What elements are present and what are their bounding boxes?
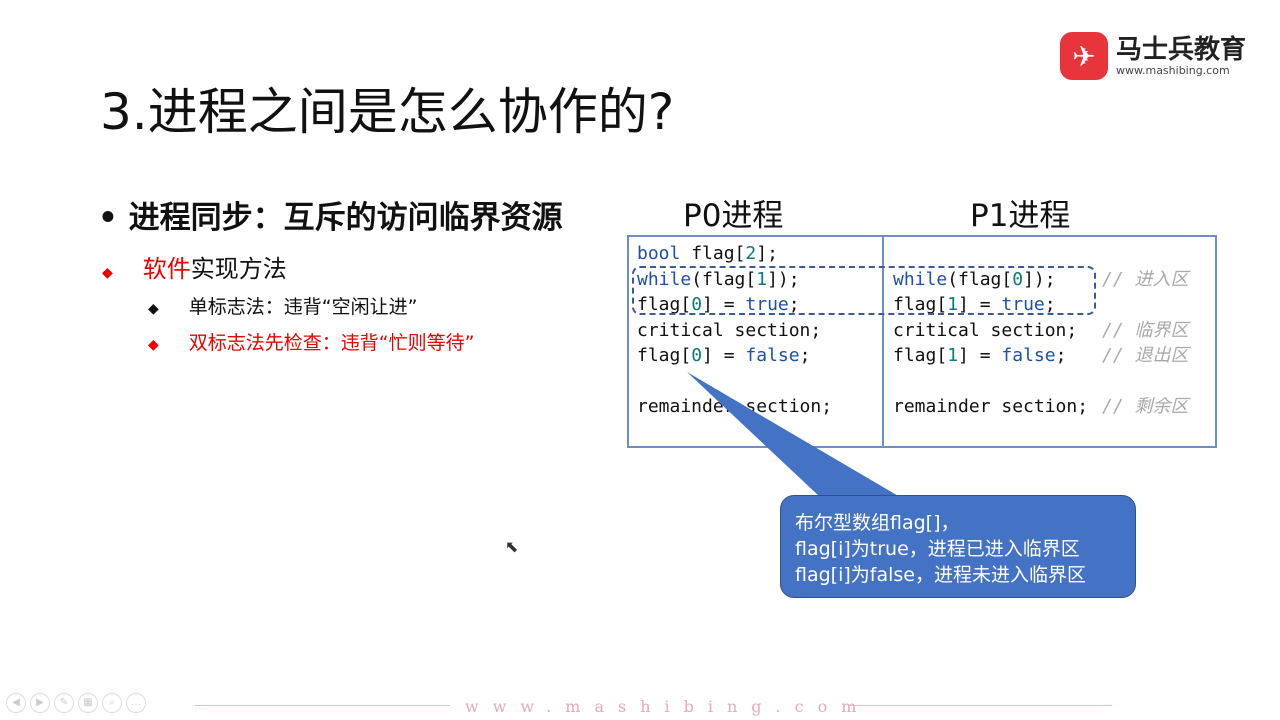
code-line: while(flag[1]); [637, 268, 800, 290]
diamond-icon: ◆ [148, 337, 159, 353]
code-line: remainder section; [637, 396, 833, 417]
footer-line-right [850, 705, 1112, 706]
code-line: flag[1] = false; [893, 345, 1067, 366]
p0-header: P0进程 [683, 198, 784, 234]
code-comments: // 进入区 // 临界区 // 退出区 // 剩余区 [1102, 241, 1189, 420]
callout-line: flag[i]为false，进程未进入临界区 [795, 564, 1086, 586]
code-line: flag[1] = true; [893, 294, 1056, 315]
code-line: bool flag[2]; [637, 243, 778, 264]
mouse-cursor-icon: ⬉ [505, 537, 519, 556]
callout-line: 布尔型数组flag[]， [795, 512, 960, 534]
sub3-text: 双标志法先检查：违背“忙则等待” [188, 332, 475, 354]
p1-code: while(flag[0]); flag[1] = true; critical s… [893, 241, 1088, 420]
next-slide-icon[interactable]: ▶ [30, 693, 50, 713]
diamond-icon: ◆ [102, 265, 113, 281]
sub1-rest: 实现方法 [190, 255, 287, 283]
pen-icon[interactable]: ✎ [54, 693, 74, 713]
code-line: flag[0] = false; [637, 345, 811, 366]
p0-code: bool flag[2]; while(flag[1]); flag[0] = tr… [637, 241, 832, 420]
code-line: // 退出区 [1102, 345, 1189, 366]
logo: ✈ 马士兵教育 www.mashibing.com [1060, 32, 1246, 80]
code-divider [882, 235, 884, 448]
slides-grid-icon[interactable]: ▦ [78, 693, 98, 713]
bullet-main: • 进程同步：互斥的访问临界资源 [98, 200, 563, 236]
code-line: flag[0] = true; [637, 294, 800, 315]
logo-url: www.mashibing.com [1116, 63, 1230, 77]
footer-url: www.mashibing.com [465, 697, 871, 716]
callout-line: flag[i]为true，进程已进入临界区 [795, 538, 1080, 560]
prev-slide-icon[interactable]: ◀ [6, 693, 26, 713]
p1-header: P1进程 [970, 198, 1071, 234]
zoom-icon[interactable]: ⌕ [102, 693, 122, 713]
more-icon[interactable]: … [126, 693, 146, 713]
slide-title: 3.进程之间是怎么协作的? [100, 83, 675, 141]
sub2-text: 单标志法：违背“空闲让进” [188, 296, 418, 318]
code-table [627, 235, 1217, 448]
code-line: // 进入区 [1102, 268, 1189, 290]
bullet-main-text: 进程同步：互斥的访问临界资源 [128, 200, 563, 236]
bullet-single-flag: ◆ 单标志法：违背“空闲让进” [148, 292, 417, 319]
logo-mark-icon: ✈ [1060, 32, 1108, 80]
entry-section-highlight [632, 266, 1096, 315]
code-line: remainder section; [893, 396, 1089, 417]
bullet-dual-flag: ◆ 双标志法先检查：违背“忙则等待” [148, 328, 474, 355]
footer-line-left [195, 705, 450, 706]
logo-name: 马士兵教育 [1116, 34, 1247, 65]
code-line: critical section; [893, 319, 1078, 341]
code-line: // 临界区 [1102, 319, 1189, 341]
bullet-software: ◆ 软件实现方法 [102, 249, 287, 284]
callout-box: 布尔型数组flag[]， flag[i]为true，进程已进入临界区 flag[… [780, 495, 1136, 598]
diamond-icon: ◆ [148, 301, 159, 317]
code-line: while(flag[0]); [893, 268, 1056, 290]
code-line: critical section; [637, 319, 822, 341]
sub1-red: 软件 [142, 255, 191, 283]
code-line: // 剩余区 [1102, 396, 1189, 417]
callout-pointer-shape [687, 372, 900, 497]
